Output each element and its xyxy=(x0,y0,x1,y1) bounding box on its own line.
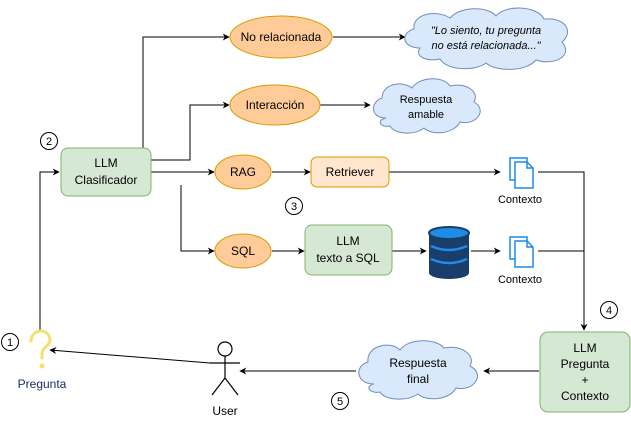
no-relacionada-node[interactable]: No relacionada xyxy=(229,15,333,59)
connectors xyxy=(39,33,588,375)
respuesta-amable-line-2: amable xyxy=(408,109,444,121)
step-badge: 3 xyxy=(285,197,303,215)
no-relacionada-label: No relacionada xyxy=(241,30,322,44)
retriever-node[interactable]: Retriever xyxy=(310,156,390,188)
llm-pregunta-contexto-node[interactable]: LLM Pregunta + Contexto xyxy=(539,331,631,413)
respuesta-final-line-2: final xyxy=(407,372,429,386)
cloud-respuesta-final: Respuesta final xyxy=(358,340,478,400)
llm-pregunta-line-3: + xyxy=(581,373,588,387)
respuesta-amable-line-1: Respuesta xyxy=(400,94,453,106)
step-number: 1 xyxy=(7,337,13,349)
user-label: User xyxy=(212,404,237,418)
edge-clasificador-no-relacionada xyxy=(142,33,230,148)
sql-node[interactable]: SQL xyxy=(214,233,272,269)
cloud-lo-siento: "Lo siento, tu pregunta no está relacion… xyxy=(404,7,568,70)
llm-clasificador-node[interactable]: LLM Clasificador xyxy=(60,147,152,197)
step-badge: 4 xyxy=(600,301,618,319)
step-badge: 2 xyxy=(40,132,58,150)
llm-texto-sql-line-2: texto a SQL xyxy=(316,251,380,265)
llm-pregunta-line-2: Pregunta xyxy=(561,357,610,371)
rag-label: RAG xyxy=(230,165,256,179)
document-icon xyxy=(509,157,534,189)
llm-pregunta-line-1: LLM xyxy=(573,341,596,355)
question-mark-icon xyxy=(29,329,52,369)
database-icon xyxy=(428,226,470,279)
llm-clasificador-line-2: Clasificador xyxy=(75,173,138,187)
llm-clasificador-line-1: LLM xyxy=(94,156,117,170)
edge-pregunta-clasificador xyxy=(39,168,60,332)
edge-user-pregunta xyxy=(49,347,211,364)
llm-texto-sql-node[interactable]: LLM texto a SQL xyxy=(304,224,393,276)
interaccion-node[interactable]: Interacción xyxy=(229,84,321,126)
respuesta-final-line-1: Respuesta xyxy=(389,356,447,370)
interaccion-label: Interacción xyxy=(246,98,305,112)
contexto-label-2: Contexto xyxy=(498,274,542,286)
step-number: 5 xyxy=(337,396,343,408)
contexto-label-1: Contexto xyxy=(498,194,542,206)
llm-texto-sql-line-1: LLM xyxy=(336,234,359,248)
llm-pregunta-line-4: Contexto xyxy=(561,389,609,403)
retriever-label: Retriever xyxy=(326,165,375,179)
cloud-respuesta-amable: Respuesta amable xyxy=(373,78,481,134)
step-number: 2 xyxy=(46,136,52,148)
lo-siento-line-1: "Lo siento, tu pregunta xyxy=(431,25,541,37)
step-number: 4 xyxy=(606,305,612,317)
user-icon xyxy=(210,341,240,396)
edge-contexto1-llm-pregunta xyxy=(538,171,588,331)
document-icon xyxy=(509,236,534,268)
rag-node[interactable]: RAG xyxy=(214,154,272,190)
edge-clasificador-sql xyxy=(180,185,215,255)
step-badge: 1 xyxy=(1,333,19,351)
lo-siento-line-2: no está relacionada..." xyxy=(431,40,541,52)
step-number: 3 xyxy=(291,201,297,213)
step-badge: 5 xyxy=(331,392,349,410)
edge-clasificador-interaccion xyxy=(151,101,230,161)
sql-label: SQL xyxy=(231,244,255,258)
pregunta-label: Pregunta xyxy=(18,377,67,391)
